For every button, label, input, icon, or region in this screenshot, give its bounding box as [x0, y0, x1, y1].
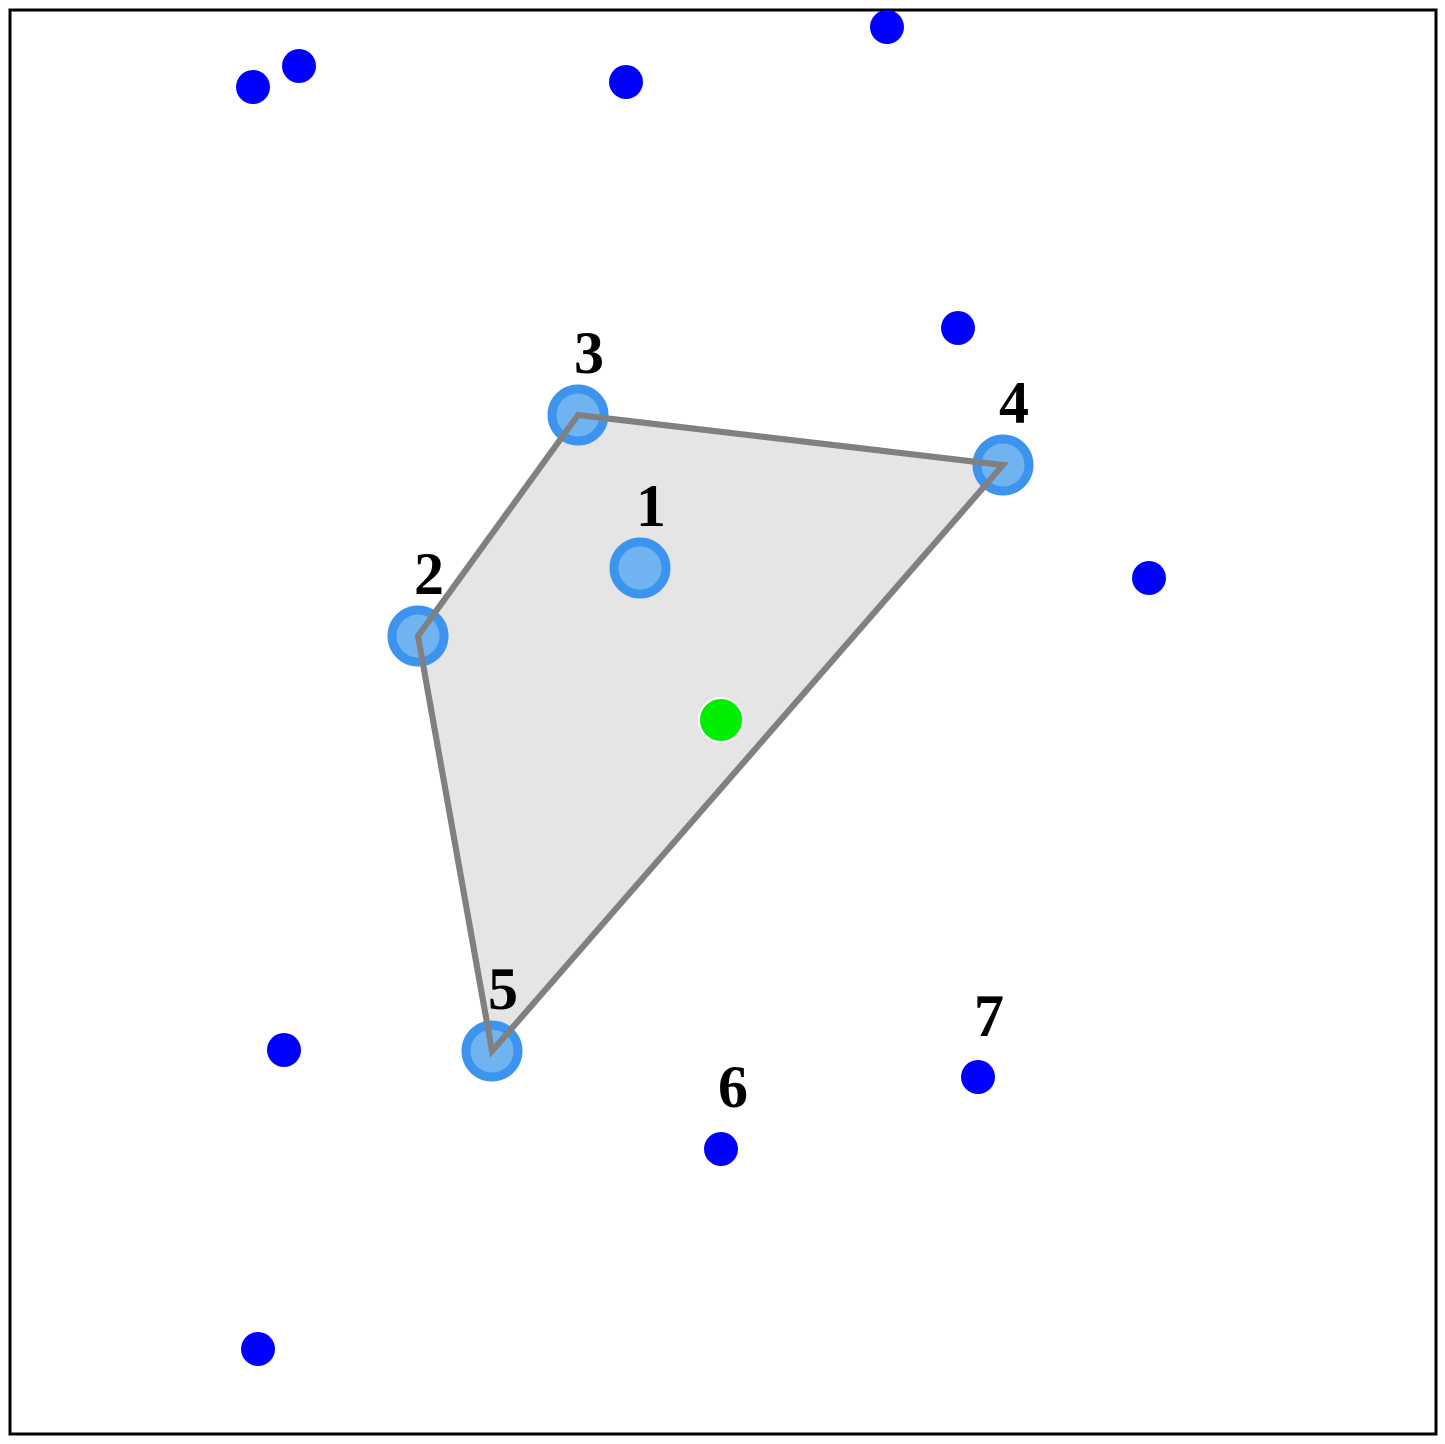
hull-outline	[414, 411, 1009, 1058]
point-3: 3	[547, 320, 609, 446]
point-7: 7	[961, 983, 1004, 1094]
point-6-label: 6	[718, 1054, 748, 1120]
point	[282, 49, 316, 83]
point-7-marker	[961, 1060, 995, 1094]
point-1-label: 1	[636, 473, 666, 539]
point-1: 1	[609, 473, 671, 599]
point-2: 2	[387, 541, 449, 667]
point	[1132, 561, 1166, 595]
point	[267, 1033, 301, 1067]
point	[870, 10, 904, 44]
point-6-marker	[704, 1132, 738, 1166]
point	[241, 1332, 275, 1366]
plain-points	[236, 10, 1166, 1366]
target-point	[698, 697, 744, 743]
point-6: 6	[704, 1054, 748, 1166]
point-4-label: 4	[999, 370, 1029, 436]
point	[236, 70, 270, 104]
point-5-label: 5	[488, 956, 518, 1022]
point-7-label: 7	[974, 983, 1004, 1049]
point	[609, 65, 643, 99]
point	[941, 311, 975, 345]
point-2-label: 2	[414, 541, 444, 607]
point-1-marker	[609, 537, 671, 599]
point-3-label: 3	[574, 320, 604, 386]
